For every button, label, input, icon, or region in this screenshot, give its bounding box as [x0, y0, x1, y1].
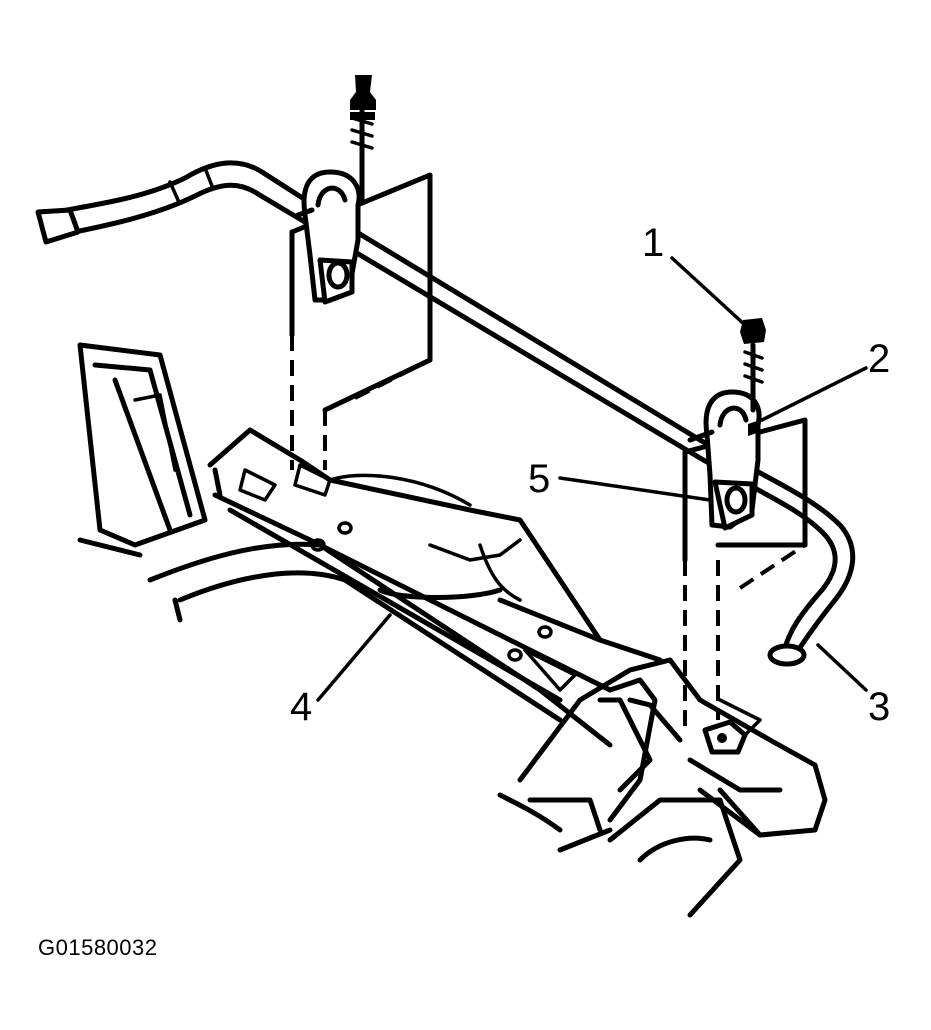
- left-control-arm: [77, 342, 208, 558]
- leader-3: [816, 643, 868, 692]
- leader-1: [670, 256, 747, 327]
- left-clamp: [295, 169, 362, 305]
- leader-4: [316, 613, 392, 702]
- callout-3: 3: [868, 685, 890, 729]
- callout-1: 1: [642, 221, 664, 265]
- callout-2: 2: [868, 337, 890, 381]
- right-clamp: [687, 389, 762, 531]
- right-lower-bracket: [497, 657, 828, 918]
- leader-5: [558, 476, 712, 502]
- frame-crossmember: [147, 427, 663, 748]
- leader-2: [760, 366, 868, 422]
- left-bolt: [350, 75, 376, 203]
- callout-5: 5: [528, 457, 550, 501]
- figure-id: G01580032: [38, 935, 158, 960]
- callout-4: 4: [290, 685, 312, 729]
- leader-lines: [316, 256, 868, 702]
